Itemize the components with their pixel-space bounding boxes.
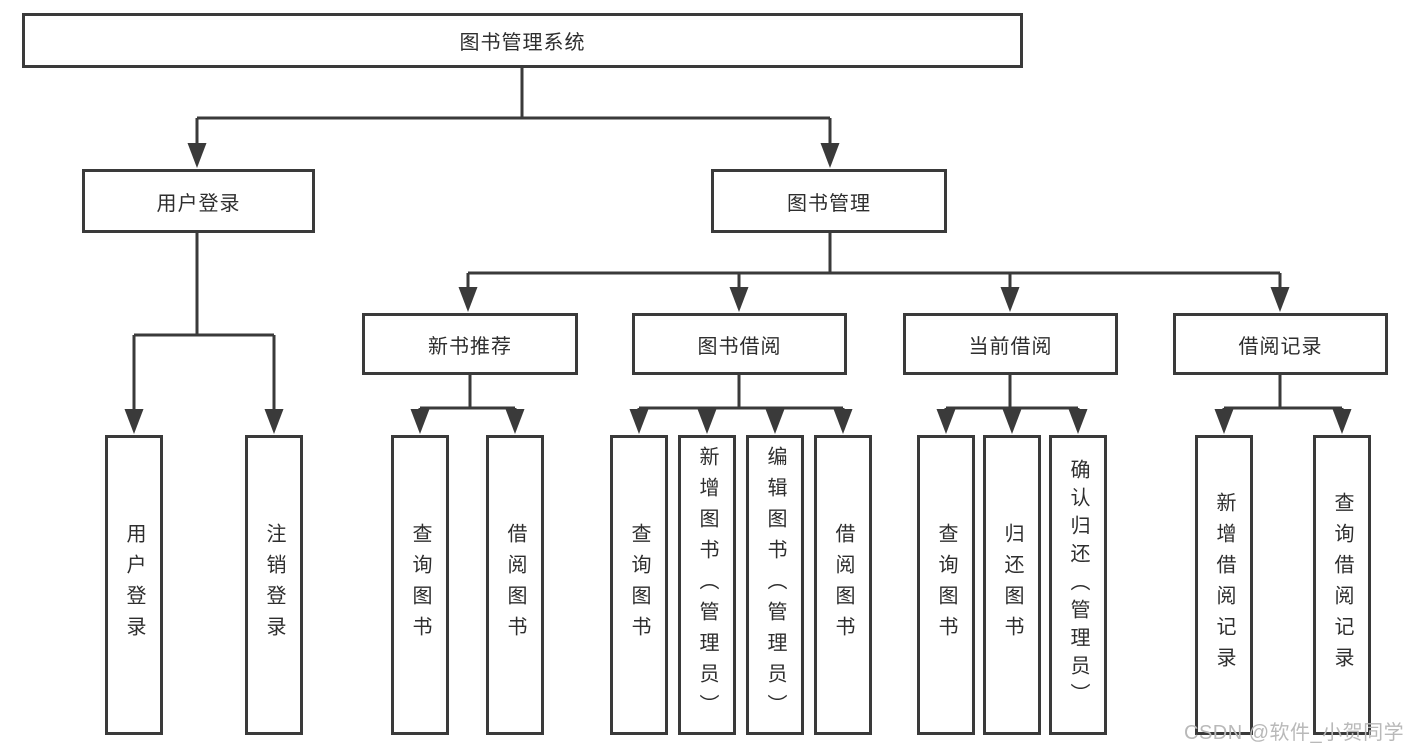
node-label: 借阅图书 [832, 523, 854, 647]
node-label: 用户登录 [123, 523, 145, 647]
connector-user-login-to-leaves [132, 233, 276, 416]
node-label: 新增借阅记录 [1213, 492, 1235, 678]
node-label: 查询借阅记录 [1331, 492, 1353, 678]
leaf-logout: 注销登录 [245, 435, 303, 735]
node-label: 借阅图书 [504, 523, 526, 647]
node-book-borrowing: 图书借阅 [632, 313, 847, 375]
leaf-query-books-borrow: 查询图书 [610, 435, 668, 735]
connector-borrow-records-to-leaves [1222, 375, 1344, 418]
leaf-borrow-books: 借阅图书 [814, 435, 872, 735]
node-library-management-system: 图书管理系统 [22, 13, 1023, 68]
node-label: 图书管理系统 [459, 32, 586, 54]
connector-book-management-to-level3 [466, 233, 1282, 295]
node-label: 查询图书 [935, 523, 957, 647]
csdn-watermark: CSDN @软件_小贺同学 [1184, 722, 1405, 744]
leaf-user-login: 用户登录 [105, 435, 163, 735]
node-label: 借阅记录 [1238, 335, 1323, 358]
node-borrowing-records: 借阅记录 [1173, 313, 1388, 375]
connector-new-book-to-leaves [418, 375, 517, 418]
node-label: 注销登录 [263, 523, 285, 647]
node-label: 确认归还（管理员） [1067, 459, 1089, 711]
node-label: 用户登录 [156, 192, 241, 215]
node-new-book-recommendation: 新书推荐 [362, 313, 578, 375]
leaf-query-books-current: 查询图书 [917, 435, 975, 735]
node-user-login: 用户登录 [82, 169, 315, 233]
node-label: 查询图书 [409, 523, 431, 647]
node-label: 图书借阅 [697, 335, 782, 358]
leaf-query-borrow-record: 查询借阅记录 [1313, 435, 1371, 735]
node-label: 查询图书 [628, 523, 650, 647]
connector-book-borrow-to-leaves [637, 375, 845, 418]
leaf-add-borrow-record: 新增借阅记录 [1195, 435, 1253, 735]
arrowheads [124, 143, 1352, 434]
connector-root-to-level2 [195, 68, 832, 152]
node-label: 图书管理 [787, 192, 871, 215]
leaf-borrow-books-recommend: 借阅图书 [486, 435, 544, 735]
node-label: 编辑图书（管理员） [764, 445, 786, 725]
leaf-edit-books-admin: 编辑图书（管理员） [746, 435, 804, 735]
node-current-borrowing: 当前借阅 [903, 313, 1118, 375]
node-label: 归还图书 [1001, 523, 1023, 647]
node-book-management: 图书管理 [711, 169, 947, 233]
leaf-return-books: 归还图书 [983, 435, 1041, 735]
leaf-query-books-recommend: 查询图书 [391, 435, 449, 735]
node-label: 新增图书（管理员） [696, 445, 718, 725]
node-label: 当前借阅 [968, 335, 1053, 358]
node-label: 新书推荐 [428, 335, 512, 358]
leaf-confirm-return-admin: 确认归还（管理员） [1049, 435, 1107, 735]
leaf-add-books-admin: 新增图书（管理员） [678, 435, 736, 735]
